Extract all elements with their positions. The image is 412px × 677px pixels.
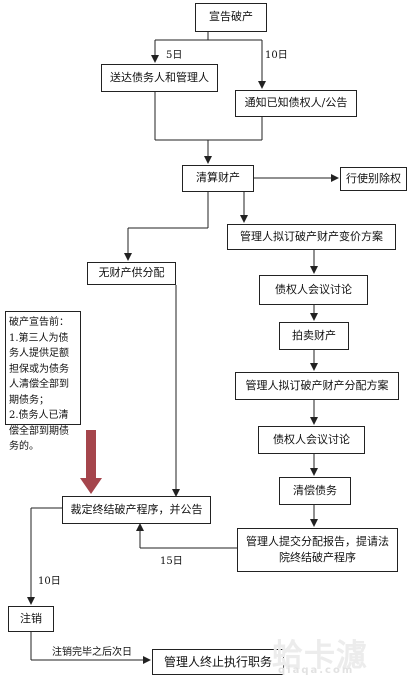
node-deliver: 送达债务人和管理人 (101, 64, 218, 92)
node-cancel: 注销 (8, 606, 54, 632)
edge-label-5-days: 5日 (166, 50, 183, 61)
node-auction: 拍卖财产 (279, 322, 349, 350)
pre-declaration-note: 破产宣告前： 1.第三人为债务人提供足额担保或为债务人清偿全部到期债务； 2.债… (5, 311, 81, 452)
node-end-duty: 管理人终止执行职务 (152, 649, 284, 675)
node-creditors-meeting-1: 债权人会议讨论 (259, 275, 368, 305)
edge-label-10-days-bottom: 10日 (38, 576, 61, 587)
node-plan-distribution: 管理人拟订破产财产分配方案 (235, 372, 399, 400)
node-creditors-meeting-2: 债权人会议讨论 (258, 426, 365, 454)
edge-label-10-days-top: 10日 (265, 50, 288, 61)
big-arrow-icon (80, 430, 102, 494)
watermark-domain: qiaqa.com (278, 665, 355, 676)
watermark-logo: 蛤卡濾 qiaqa.com (272, 630, 412, 677)
note-title: 破产宣告前： (9, 317, 69, 328)
node-report: 管理人提交分配报告，提请法院终结破产程序 (237, 528, 398, 572)
note-item-2: 2.债务人已清偿全部到期债务的。 (9, 410, 69, 452)
node-notify: 通知已知债权人/公告 (235, 90, 357, 117)
edge-label-after-cancel: 注销完毕之后次日 (52, 647, 132, 658)
node-plan-sale: 管理人拟订破产财产变价方案 (227, 224, 396, 250)
node-exclude: 行使别除权 (340, 167, 407, 191)
node-no-assets: 无财产供分配 (87, 262, 176, 285)
watermark-brand: 蛤卡濾 (272, 638, 368, 674)
node-liquidate: 清算财产 (182, 165, 254, 192)
node-declare: 宣告破产 (195, 3, 267, 32)
edge-label-15-days: 15日 (160, 556, 183, 567)
node-terminate: 裁定终结破产程序，并公告 (62, 496, 211, 524)
node-pay-debts: 清偿债务 (279, 477, 351, 505)
note-item-1: 1.第三人为债务人提供足额担保或为债务人清偿全部到期债务； (9, 332, 69, 406)
